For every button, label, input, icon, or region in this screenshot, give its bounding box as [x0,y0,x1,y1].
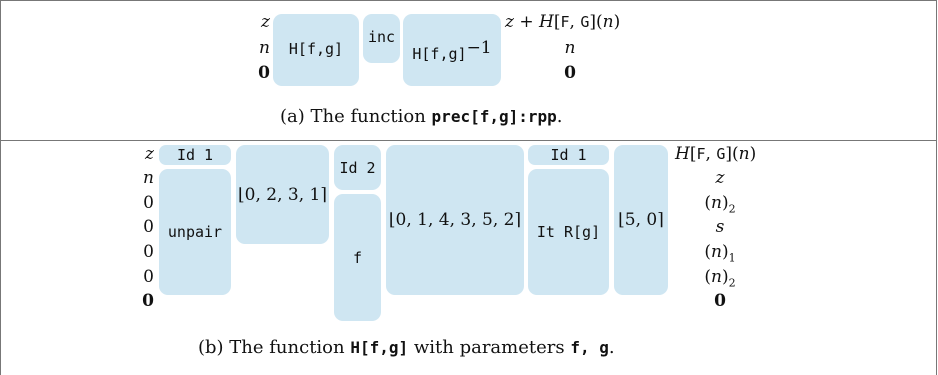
b-output-zero: 0 [714,291,726,311]
b-output-F: F [696,145,706,163]
a-caption: (a) The function prec[f,g]:rpp. [280,106,563,127]
b-box-f: f [334,194,381,321]
b-input-0-c: 0 [143,242,154,262]
a-input-zero: 0 [258,63,270,83]
a-output-G: G [580,13,590,31]
b-box-it-rg: It R[g] [528,169,609,295]
b-output-s: s [715,217,725,237]
b-input-zero: 0 [142,291,154,311]
b-input-0-b: 0 [143,217,154,237]
b-box-perm-014352-label: ⌊0, 1, 4, 3, 5, 2⌉ [388,210,522,230]
b-caption: (b) The function H[f,g] with parameters … [198,337,615,358]
b-box-perm-014352: ⌊0, 1, 4, 3, 5, 2⌉ [386,145,524,295]
b-box-perm-50-label: ⌊5, 0⌉ [618,210,664,230]
a-caption-prefix: (a) The function [280,106,432,127]
a-input-z: z [261,12,270,32]
b-output-n2-a: (n)2 [704,193,736,216]
figure-divider [0,140,937,141]
b-output-n2-b-sub: 2 [728,276,736,290]
b-box-id1-second: Id 1 [528,145,609,165]
b-output-n1-sub: 1 [728,251,736,265]
b-box-it-rg-label: It R[g] [536,223,601,241]
a-output-F: F [560,13,570,31]
a-output-top: z + H[F, G](n) [505,12,621,32]
b-caption-prefix: (b) The function [198,337,351,358]
b-box-unpair: unpair [159,169,231,295]
b-box-perm-0231: ⌊0, 2, 3, 1⌉ [236,145,329,244]
a-box-h-inverse-label: H[f,g]−1 [412,38,491,63]
a-box-h: H[f,g] [273,14,359,86]
b-output-n1: (n)1 [704,242,736,265]
a-box-h-inverse-base: H[f,g] [412,44,467,63]
b-input-n: n [143,168,154,188]
b-box-f-label: f [352,248,363,267]
b-output-G: G [716,145,726,163]
b-caption-code2: f, g [570,338,609,357]
a-box-inc-label: inc [367,27,396,46]
a-box-h-inverse-exp: −1 [466,37,492,58]
b-caption-middle: with parameters [408,337,571,358]
a-box-h-label: H[f,g] [288,40,344,58]
a-caption-code: prec[f,g]:rpp [431,107,557,126]
b-input-0-d: 0 [143,267,154,287]
b-box-id1-second-label: Id 1 [550,146,587,164]
b-box-perm-0231-label: ⌊0, 2, 3, 1⌉ [238,184,327,205]
b-output-z: z [715,168,725,188]
b-caption-code1: H[f,g] [350,338,409,357]
a-box-inc: inc [363,14,400,63]
b-box-perm-50: ⌊5, 0⌉ [614,145,668,295]
b-box-unpair-label: unpair [167,223,223,241]
b-box-id2-label: Id 2 [339,158,376,177]
a-input-n: n [259,38,270,58]
a-output-n: n [564,38,576,58]
a-output-zero: 0 [564,63,576,83]
b-box-id1: Id 1 [159,145,231,165]
b-input-0-a: 0 [143,193,154,213]
b-box-id1-label: Id 1 [176,146,214,164]
b-box-id2: Id 2 [334,145,381,190]
b-input-z: z [145,144,154,164]
b-caption-suffix: . [608,337,615,358]
b-output-h: H[F, G](n) [675,144,757,164]
b-output-n2-a-sub: 2 [728,202,736,216]
a-caption-suffix: . [556,106,563,127]
a-box-h-inverse: H[f,g]−1 [403,14,501,86]
b-output-n2-b: (n)2 [704,267,736,290]
